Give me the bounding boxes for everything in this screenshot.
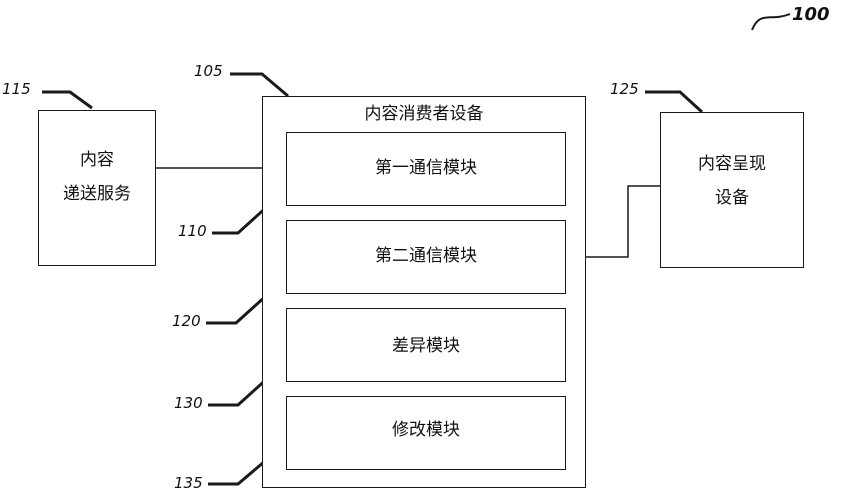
ref-105: 105 (194, 62, 223, 80)
link-second-module-to-presentation (566, 185, 660, 258)
content-presentation-device-line1: 内容呈现 (698, 154, 766, 174)
leader-105 (230, 72, 289, 98)
second-comm-module-label: 第二通信模块 (375, 246, 477, 266)
content-delivery-service-line2: 递送服务 (63, 184, 131, 204)
leader-115 (42, 90, 93, 110)
second-comm-module-box: 第二通信模块 (286, 220, 566, 294)
content-presentation-device-line2: 设备 (715, 188, 749, 208)
difference-module-box: 差异模块 (286, 308, 566, 382)
content-presentation-device-box: 内容呈现 设备 (660, 112, 804, 268)
content-delivery-service-box: 内容 递送服务 (38, 110, 156, 266)
first-comm-module-box: 第一通信模块 (286, 132, 566, 206)
modification-module-box: 修改模块 (286, 396, 566, 470)
ref-115: 115 (2, 80, 31, 98)
ref-110: 110 (178, 222, 207, 240)
modification-module-label: 修改模块 (392, 420, 460, 440)
ref-120: 120 (172, 312, 201, 330)
ref-130: 130 (174, 394, 203, 412)
figure-number: 100 (792, 4, 830, 25)
content-consumer-device-title: 内容消费者设备 (364, 104, 484, 124)
difference-module-label: 差异模块 (392, 336, 460, 356)
ref-125: 125 (610, 80, 639, 98)
leader-125 (645, 90, 704, 114)
figure-number-leader (751, 13, 791, 31)
content-delivery-service-line1: 内容 (80, 150, 114, 170)
first-comm-module-label: 第一通信模块 (375, 158, 477, 178)
ref-135: 135 (174, 474, 203, 492)
